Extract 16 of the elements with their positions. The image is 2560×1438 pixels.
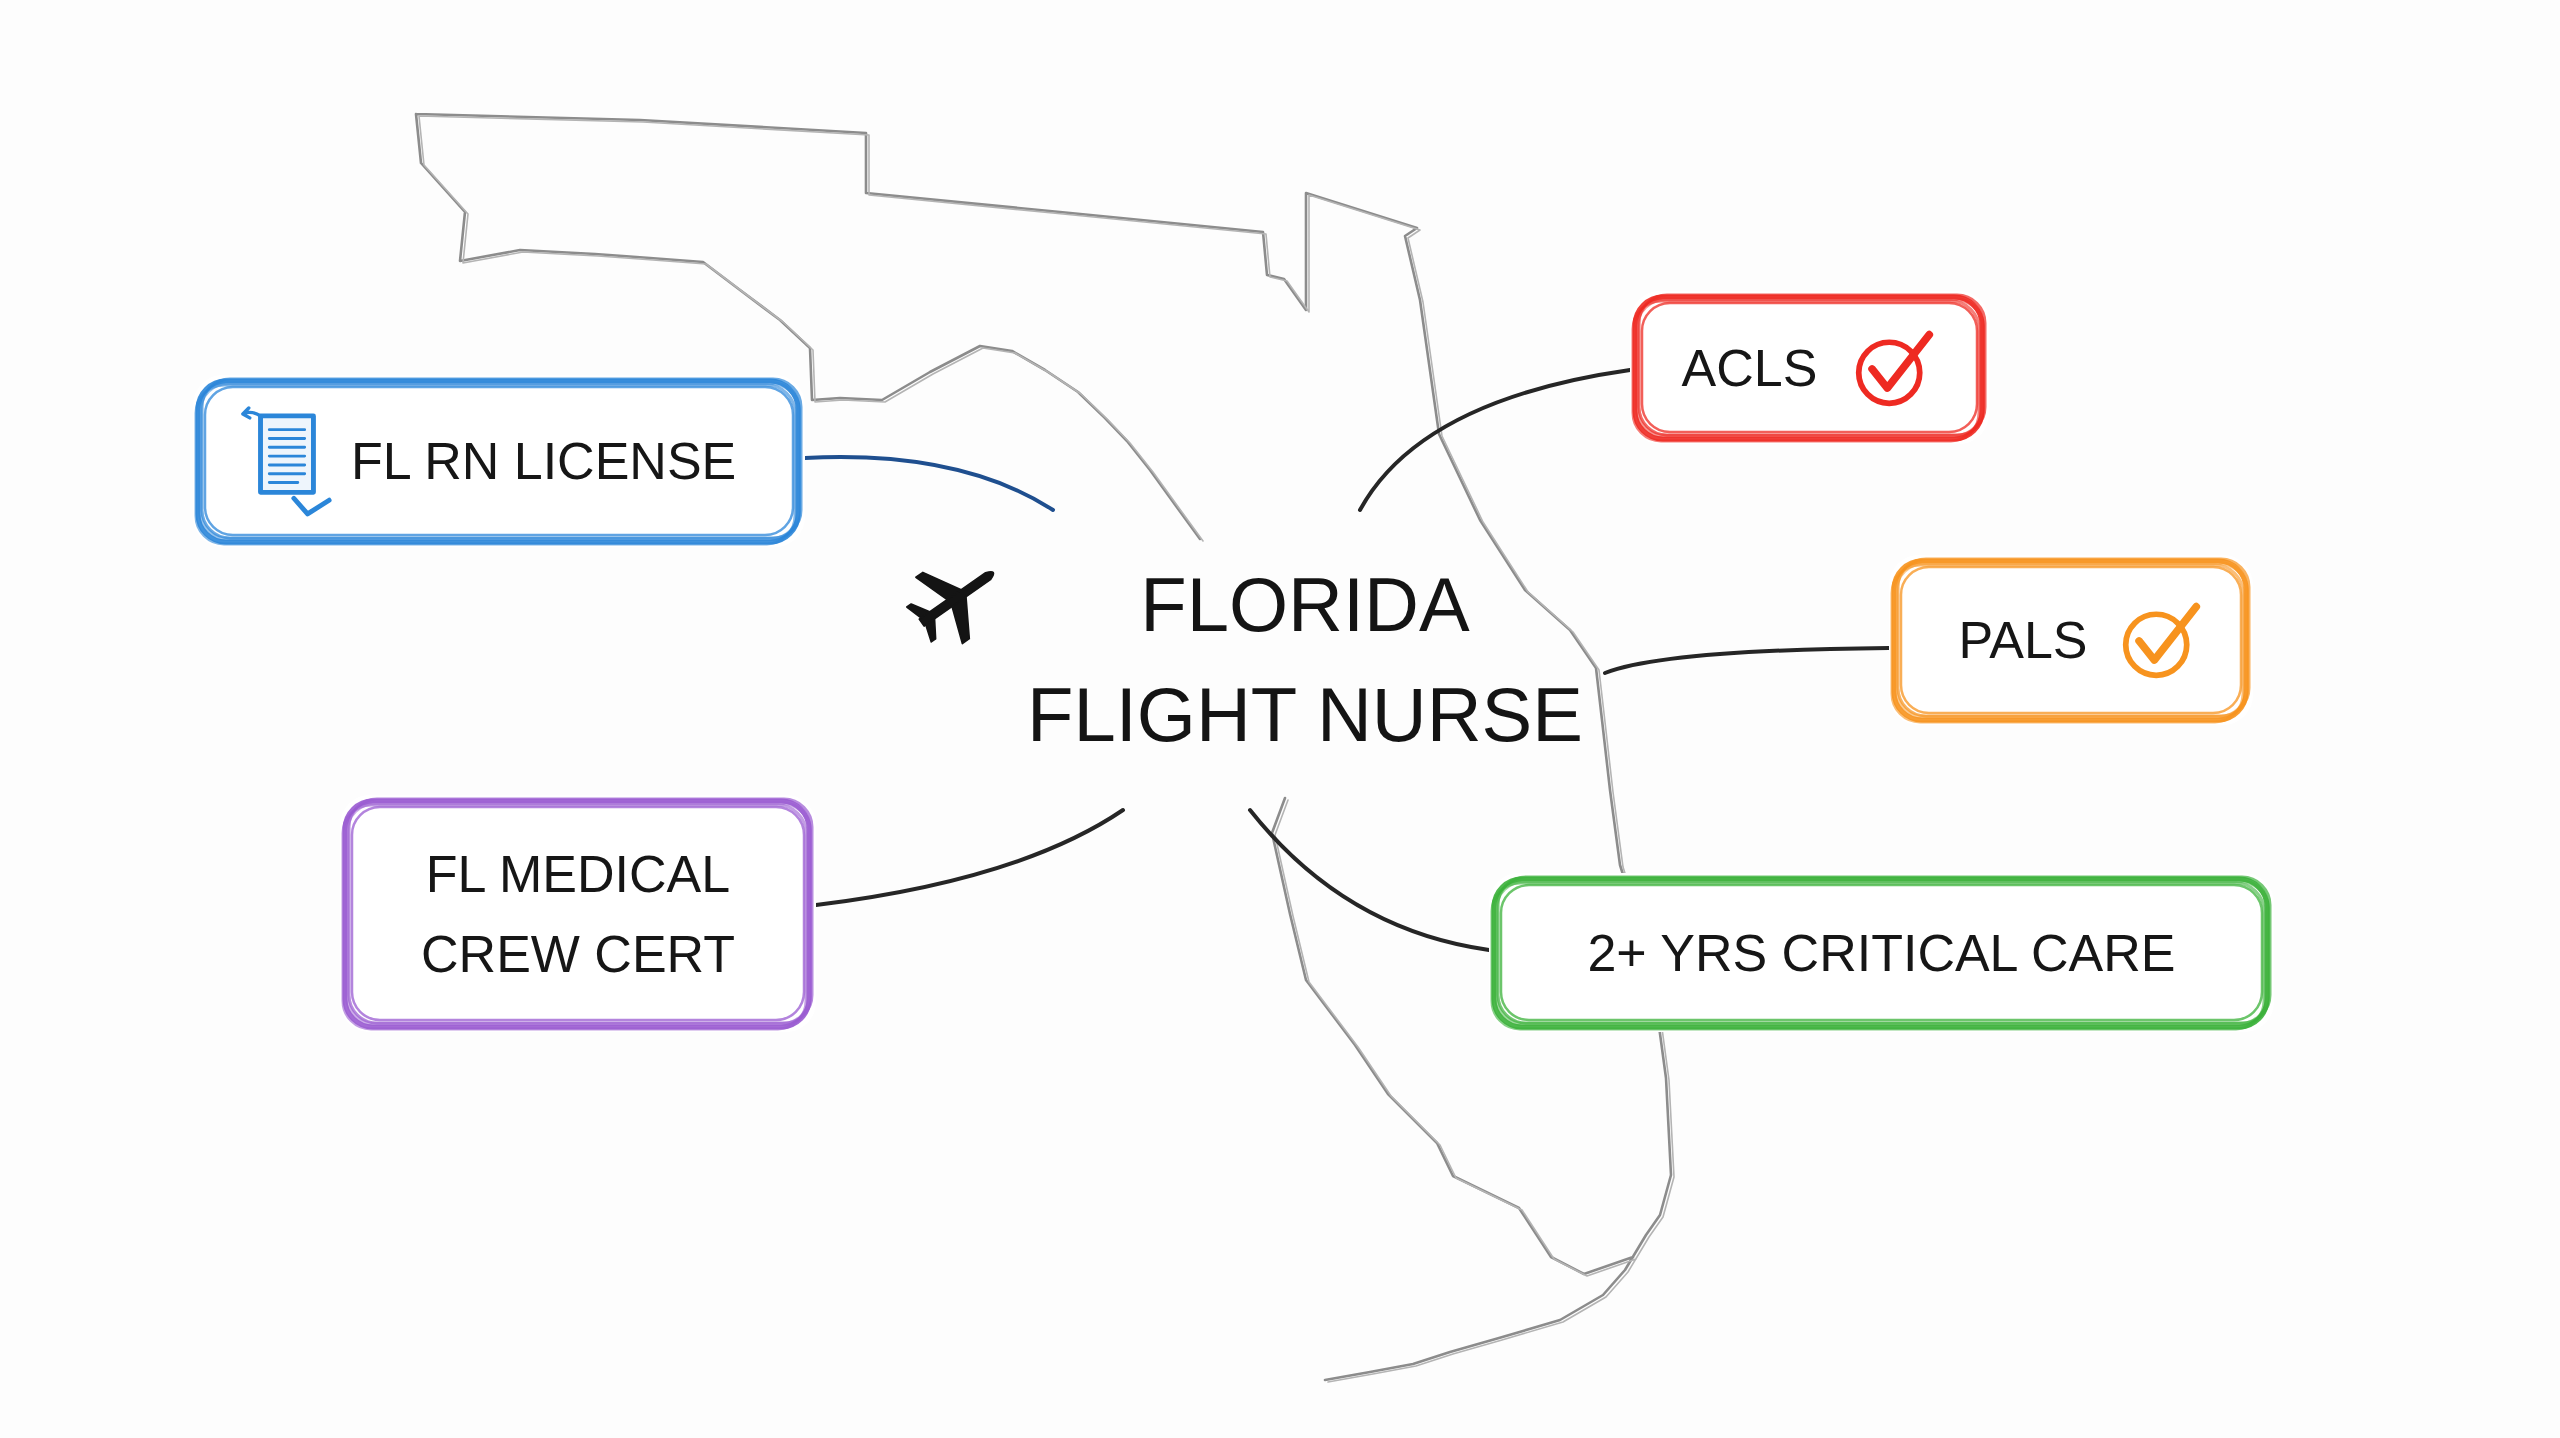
node-text: FLORIDA FLIGHT NURSE <box>1026 561 1584 759</box>
node-text: PALS <box>1958 610 2088 671</box>
node-text: FL RN LICENSE <box>351 431 737 492</box>
connector-line <box>803 455 1055 512</box>
connector-line <box>814 808 1125 907</box>
requirement-box <box>340 795 816 1032</box>
connector-line <box>1358 368 1632 512</box>
connector-line <box>1248 808 1491 952</box>
requirement-box <box>1630 291 1989 444</box>
requirement-box <box>1489 873 2274 1032</box>
requirement-box <box>1889 555 2253 725</box>
node-text: 2+ YRS CRITICAL CARE <box>1587 922 2176 984</box>
node-text: ACLS <box>1681 337 1818 399</box>
connector-line <box>1603 646 1891 675</box>
node-text: FL MEDICAL CREW CERT <box>420 843 736 985</box>
requirement-box <box>193 375 805 547</box>
